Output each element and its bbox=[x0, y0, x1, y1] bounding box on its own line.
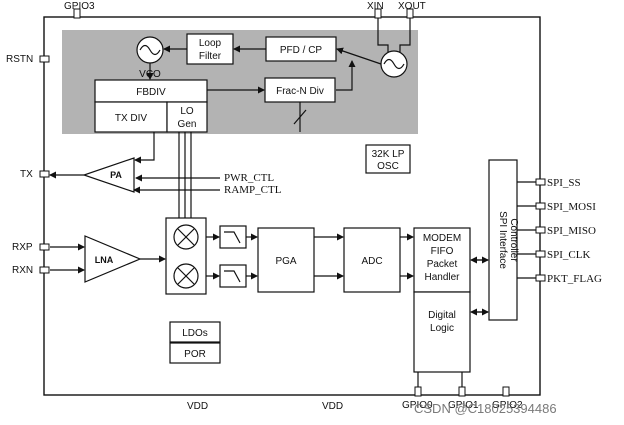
gpio3-label: GPIO3 bbox=[64, 1, 95, 12]
pga-block bbox=[257, 227, 315, 293]
spi-clk-label: SPI_CLK bbox=[547, 249, 590, 261]
spi-mosi-label: SPI_MOSI bbox=[547, 201, 596, 213]
gpio3-pin bbox=[73, 8, 81, 19]
rstn-pin bbox=[39, 55, 50, 63]
digital-logic-label-1: Digital bbox=[428, 310, 456, 321]
pga-label: PGA bbox=[275, 256, 296, 267]
modem-block bbox=[413, 227, 471, 293]
ldos-label: LDOs bbox=[182, 328, 208, 339]
por-block bbox=[169, 342, 221, 364]
pa-label: PA bbox=[110, 170, 122, 180]
loop-filter-label-1: Loop bbox=[199, 38, 222, 49]
digital-logic-label-2: Logic bbox=[430, 323, 454, 334]
pwr-ctl-label: PWR_CTL bbox=[224, 172, 274, 184]
pfd-cp-label: PFD / CP bbox=[280, 45, 323, 56]
spi-mosi-pin bbox=[535, 202, 546, 210]
gpio1-label: GPIO1 bbox=[448, 400, 479, 411]
rxn-label: RXN bbox=[12, 265, 33, 276]
lp-osc-label-1: 32K LP bbox=[372, 149, 405, 160]
spi-controller-label-1: SPI Interface bbox=[497, 211, 508, 269]
rxp-label: RXP bbox=[12, 242, 33, 253]
adc-label: ADC bbox=[361, 256, 382, 267]
xin-label: XIN bbox=[367, 1, 384, 12]
gpio0-label: GPIO0 bbox=[402, 400, 433, 411]
vdd-right-label: VDD bbox=[322, 401, 343, 412]
rxp-pin bbox=[39, 243, 50, 251]
lo-gen-label-1: LO bbox=[180, 106, 194, 117]
pfd-cp-block bbox=[265, 36, 337, 62]
spi-controller-block bbox=[488, 159, 518, 321]
gpio1-pin bbox=[458, 386, 466, 397]
frac-n-div-block bbox=[264, 77, 336, 103]
gpio0-pin bbox=[414, 386, 422, 397]
watermark: CSDN @C18025394486 bbox=[414, 401, 557, 416]
rstn-label: RSTN bbox=[6, 54, 33, 65]
spi-ss-label: SPI_SS bbox=[547, 177, 581, 189]
tx-div-label: TX DIV bbox=[115, 113, 148, 124]
filter-q-block bbox=[219, 264, 247, 288]
spi-miso-label: SPI_MISO bbox=[547, 225, 596, 237]
lp-osc-block bbox=[365, 144, 411, 174]
filter-q-icon bbox=[224, 270, 241, 283]
pkt-flag-label: PKT_FLAG bbox=[547, 273, 602, 285]
spi-clk-pin bbox=[535, 250, 546, 258]
spi-miso-pin bbox=[535, 226, 546, 234]
adc-block bbox=[343, 227, 401, 293]
ldos-block bbox=[169, 321, 221, 343]
gpio2-pin bbox=[502, 386, 510, 397]
modem-label-1: MODEM bbox=[423, 233, 461, 244]
lo-gen-label-2: Gen bbox=[178, 119, 197, 130]
spi-controller-label-2: Controller bbox=[508, 218, 519, 262]
digital-logic-block bbox=[413, 291, 471, 373]
lna-amplifier bbox=[84, 235, 142, 283]
lp-osc-label-2: OSC bbox=[377, 161, 399, 172]
loop-filter-label-2: Filter bbox=[199, 51, 222, 62]
ramp-ctl-label: RAMP_CTL bbox=[224, 184, 282, 196]
modem-label-3: Packet bbox=[427, 259, 458, 270]
pkt-flag-pin bbox=[535, 274, 546, 282]
pa-amplifier bbox=[82, 157, 135, 193]
lo-gen-block bbox=[166, 101, 208, 133]
tx-pin bbox=[39, 170, 50, 178]
filter-i-block bbox=[219, 225, 247, 249]
tx-label: TX bbox=[20, 169, 33, 180]
modem-label-2: FIFO bbox=[431, 246, 454, 257]
frac-n-div-label: Frac-N Div bbox=[276, 86, 324, 97]
filter-i-icon bbox=[224, 231, 241, 244]
gpio2-label: GPIO2 bbox=[492, 400, 523, 411]
vdd-left-label: VDD bbox=[187, 401, 208, 412]
fbdiv-label: FBDIV bbox=[136, 87, 166, 98]
modem-label-4: Handler bbox=[424, 272, 460, 283]
por-label: POR bbox=[184, 349, 206, 360]
lna-label: LNA bbox=[95, 255, 114, 265]
rxn-pin bbox=[39, 266, 50, 274]
spi-ss-pin bbox=[535, 178, 546, 186]
xout-label: XOUT bbox=[398, 1, 426, 12]
